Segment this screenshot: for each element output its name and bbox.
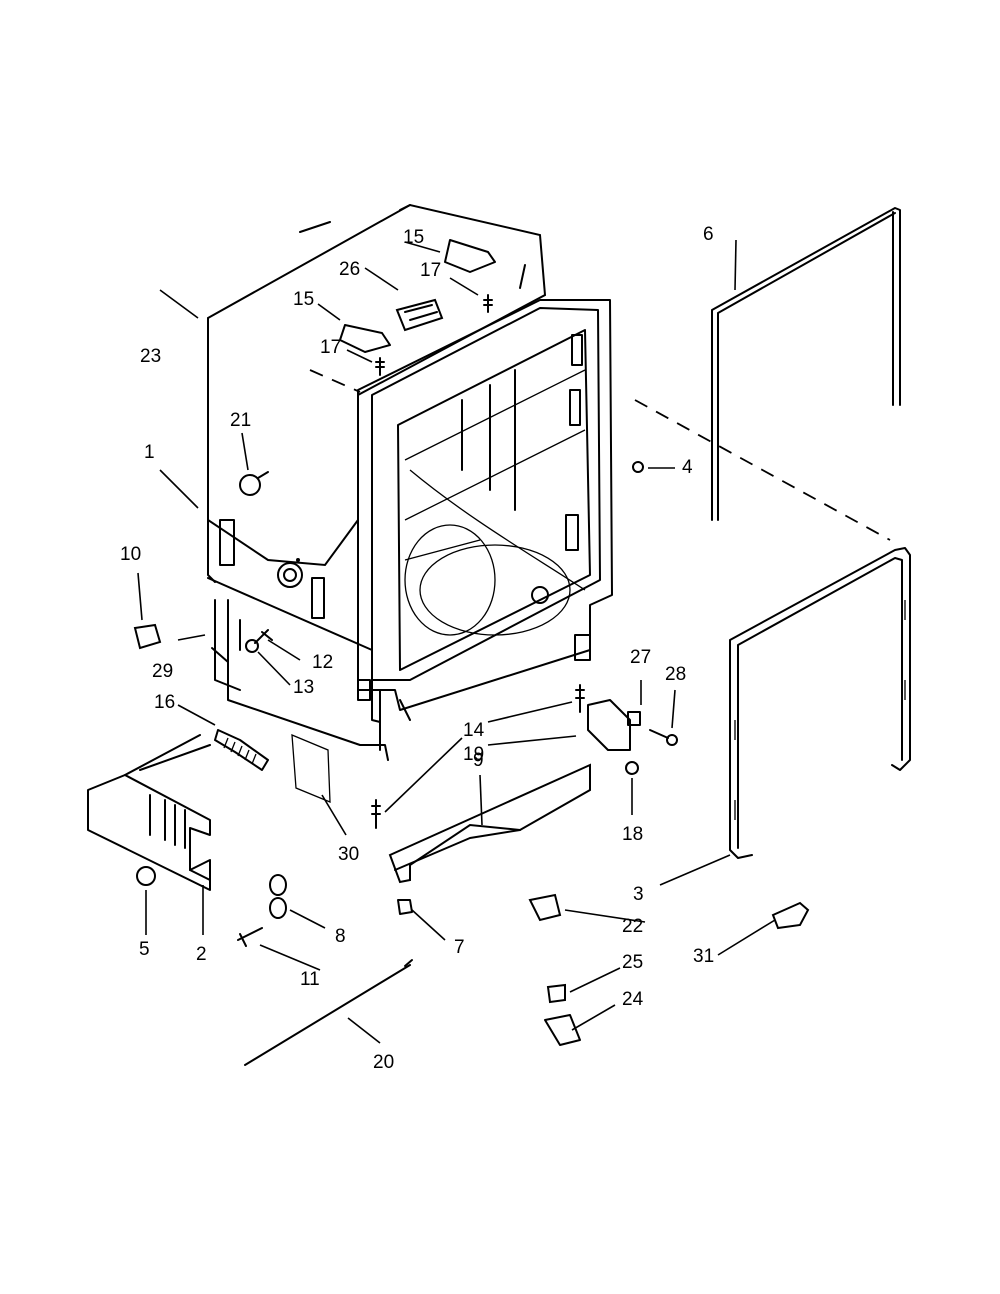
screw-part-28 [649,729,669,739]
callout-15b: 15 [293,289,314,310]
spring-part-16 [214,729,269,771]
leader-lines [137,239,776,1044]
callout-29: 29 [152,661,173,682]
callout-1: 1 [144,442,155,463]
rod-part-20 [244,964,411,1066]
callout-28: 28 [665,664,686,685]
callout-9: 9 [473,750,484,771]
callout-27: 27 [630,647,651,668]
toe-panel-part-2 [87,734,211,891]
callout-30: 30 [338,844,359,865]
bracket-part-24 [544,1014,581,1046]
callout-15a: 15 [403,227,424,248]
callout-14: 14 [463,720,485,741]
callout-20: 20 [373,1052,394,1073]
vent-part-26 [395,298,444,332]
callout-3: 3 [633,884,644,905]
callout-25: 25 [622,952,643,973]
callout-labels: 1 2 3 4 5 6 7 8 9 10 11 12 13 14 15 15 1… [120,224,714,1073]
callout-5: 5 [139,939,150,960]
callout-10: 10 [120,544,141,565]
gasket-bottom-part-3 [729,547,911,859]
callout-18: 18 [622,824,643,845]
callout-21: 21 [230,410,251,431]
cover-part-9 [388,763,591,884]
gasket-top-part-6 [711,207,901,521]
washer-part-13 [245,639,259,653]
alignment-lines [309,369,891,541]
bracket-part-27 [627,711,641,726]
screw-part-11 [237,927,263,947]
callout-24: 24 [622,989,644,1010]
hinge-bracket-15a [444,239,496,273]
hardware-parts [87,239,810,1066]
bracket-part-19 [587,699,631,751]
callout-2: 2 [196,944,207,965]
connector-part-31 [771,901,810,930]
callout-7: 7 [454,937,465,958]
callout-11: 11 [300,969,320,990]
clip-part-10 [133,623,162,650]
callout-23: 23 [140,346,161,367]
callout-26: 26 [339,259,360,280]
screw-17a [483,294,493,313]
bracket-part-29 [211,647,229,663]
tub-assembly [207,203,613,761]
callout-22: 22 [622,916,643,937]
nut-part-8 [269,874,287,919]
plug-part-21 [239,474,261,496]
plate-part-30 [291,733,331,803]
callout-8: 8 [335,926,346,947]
callout-6: 6 [703,224,714,245]
screw-part-14a [575,684,585,713]
clip-part-22 [528,893,562,922]
foot-part-7 [397,899,413,915]
callout-17b: 17 [320,337,341,358]
callout-31: 31 [693,946,714,967]
callout-12: 12 [312,652,333,673]
grommet-part-25 [546,983,566,1004]
callout-16: 16 [154,692,175,713]
callout-4: 4 [682,457,693,478]
screw-17b [375,357,385,376]
callout-17a: 17 [420,260,441,281]
callout-19: 19 [463,744,484,765]
nut-part-4 [632,461,644,473]
callout-13: 13 [293,677,314,698]
button-part-5 [136,866,156,886]
screw-part-18 [625,761,639,775]
screw-part-14b [371,799,381,829]
hinge-bracket-15b [339,324,391,353]
screw-part-12 [254,629,273,644]
